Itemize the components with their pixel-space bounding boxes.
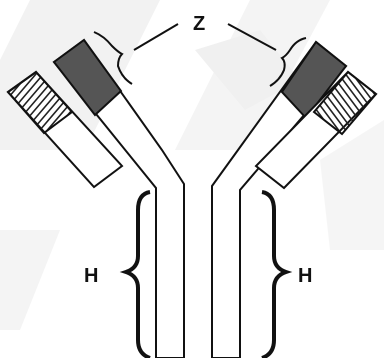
h-label-left: H <box>84 265 98 287</box>
z-brace-right <box>269 37 307 87</box>
h-brace-left <box>119 190 151 358</box>
z-pointer-left <box>133 23 179 51</box>
z-pointer-right <box>227 23 277 51</box>
left-heavy-dark-tip <box>52 38 123 117</box>
left-heavy-chain <box>52 38 185 358</box>
right-heavy-chain <box>211 40 348 358</box>
h-label-right: H <box>298 265 312 287</box>
z-annotation: Z <box>93 13 307 87</box>
z-brace-left <box>93 31 133 85</box>
h-annotation-left: H <box>84 190 151 358</box>
h-brace-right <box>261 190 293 358</box>
h-annotation-right: H <box>261 190 312 358</box>
z-label: Z <box>193 13 205 35</box>
